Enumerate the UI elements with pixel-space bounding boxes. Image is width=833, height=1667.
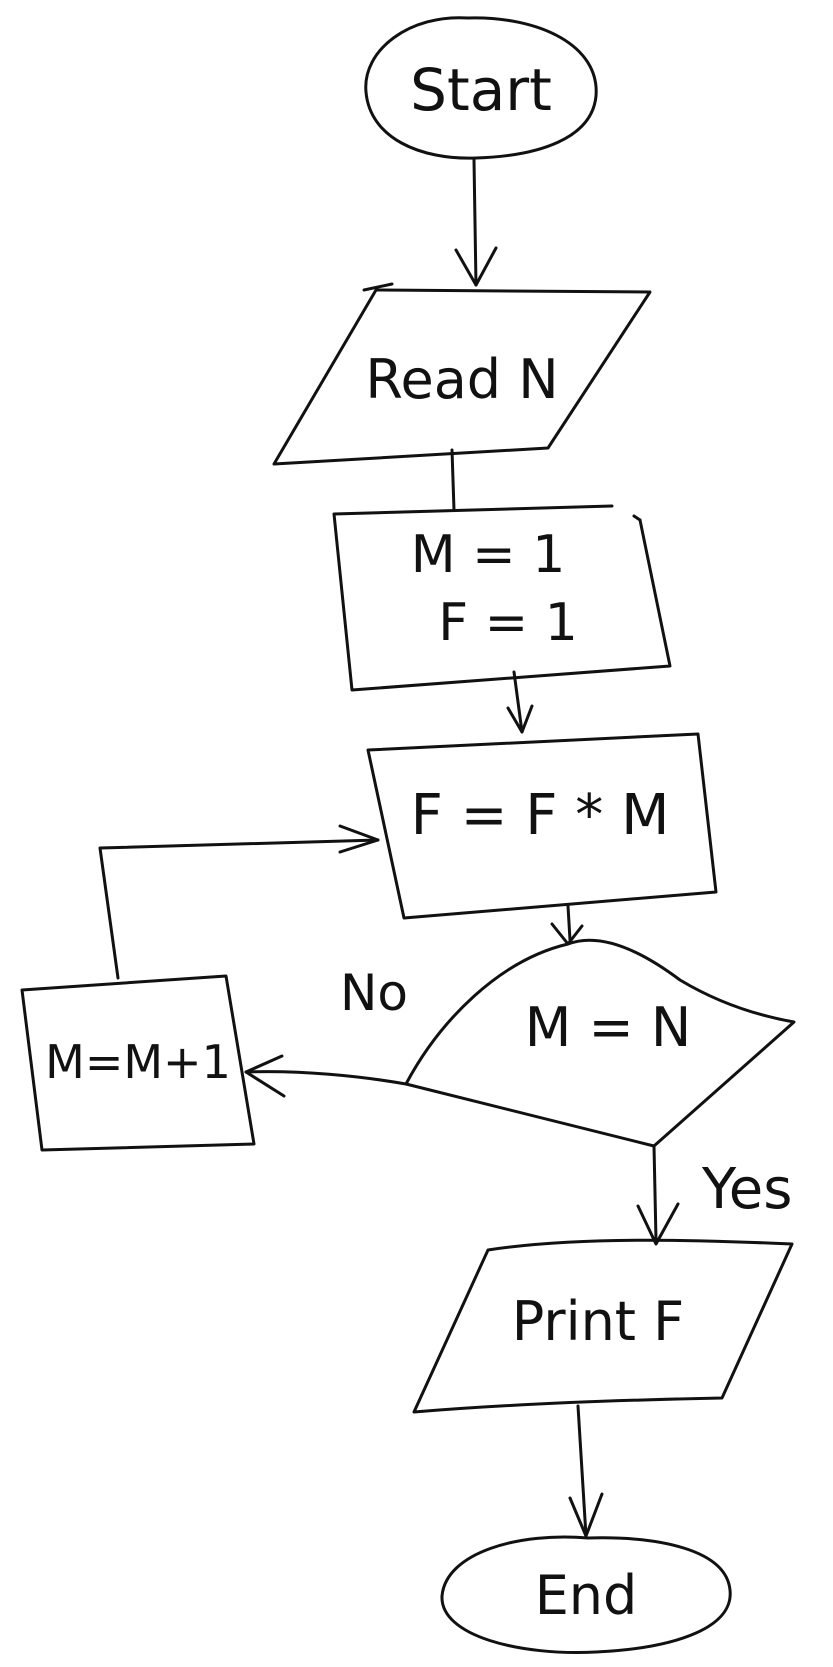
decision-shape: [404, 938, 796, 1148]
arrowhead-icon: [338, 824, 380, 854]
edge-init-to-multiply: [506, 670, 534, 734]
read-n-label: Read N: [365, 348, 558, 411]
start-shape: [364, 16, 598, 160]
multiply-shape: [366, 732, 718, 920]
print-f-shape: [412, 1238, 794, 1414]
edge-multiply-to-decision: [550, 904, 584, 946]
print-f-node: Print F: [412, 1238, 794, 1414]
edge-decision-yes: Yes: [636, 1144, 792, 1246]
edge-read-to-init: [450, 448, 456, 512]
yes-label: Yes: [701, 1157, 792, 1222]
multiply-label: F = F * M: [411, 783, 670, 848]
print-f-label: Print F: [512, 1290, 684, 1353]
arrowhead-icon: [454, 246, 498, 287]
decision-node: M = N: [404, 938, 796, 1148]
read-n-shape: [272, 288, 652, 466]
decision-label: M = N: [525, 996, 692, 1059]
end-shape: [440, 1535, 732, 1654]
init-shape: [332, 504, 672, 692]
arrowhead-icon: [636, 1202, 680, 1246]
increment-node: M=M+1: [20, 974, 256, 1152]
init-node: M = 1 F = 1: [332, 504, 672, 692]
read-n-node: Read N: [272, 282, 652, 466]
edge-loop-back: [98, 824, 380, 980]
init-line-2: F = 1: [438, 593, 578, 653]
increment-label: M=M+1: [45, 1035, 231, 1089]
arrowhead-icon: [506, 704, 534, 734]
increment-shape: [20, 974, 256, 1152]
edge-decision-no: No: [244, 964, 408, 1098]
edge-print-to-end: [568, 1404, 604, 1538]
no-label: No: [340, 964, 408, 1022]
multiply-node: F = F * M: [366, 732, 718, 920]
end-node: End: [440, 1535, 732, 1654]
end-label: End: [535, 1564, 638, 1627]
start-node: Start: [364, 16, 598, 160]
arrowhead-icon: [568, 1492, 604, 1538]
edge-start-to-read: [454, 158, 498, 287]
arrowhead-icon: [244, 1054, 286, 1098]
start-label: Start: [410, 56, 552, 124]
init-line-1: M = 1: [411, 525, 566, 585]
